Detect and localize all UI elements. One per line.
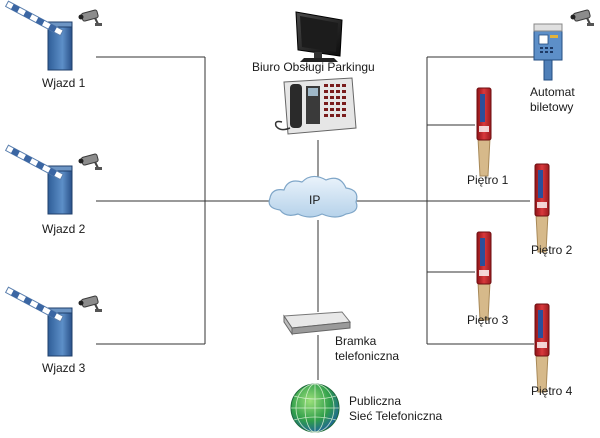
- floor-4-label: Piętro 4: [531, 384, 573, 398]
- pstn-label-line1: Publiczna: [349, 394, 401, 408]
- globe-icon: [290, 383, 340, 433]
- floor-3-label: Piętro 3: [467, 313, 509, 327]
- office-label: Biuro Obsługi Parkingu: [252, 60, 375, 74]
- barrier-gate-icon: [5, 286, 73, 357]
- floor-1-label: Piętro 1: [467, 173, 509, 187]
- ticket-machine-label-line2: biletowy: [530, 100, 573, 114]
- connection-lines: [96, 56, 534, 380]
- barrier-gate-icon: [5, 144, 73, 215]
- gateway: Bramka telefoniczna: [283, 311, 399, 363]
- floor-2-label: Piętro 2: [531, 243, 573, 257]
- intercom-icon: [476, 87, 492, 177]
- parking-office: Biuro Obsługi Parkingu: [252, 11, 375, 135]
- ip-network: IP: [268, 175, 358, 218]
- pstn: Publiczna Sieć Telefoniczna: [290, 383, 442, 433]
- camera-icon: [77, 8, 103, 27]
- gate-2-label: Wjazd 2: [42, 222, 86, 236]
- gate-3-label: Wjazd 3: [42, 361, 86, 375]
- gate-2: Wjazd 2: [5, 144, 103, 236]
- pstn-label-line2: Sieć Telefoniczna: [349, 409, 442, 423]
- barrier-gate-icon: [5, 0, 73, 71]
- monitor-icon: [295, 11, 343, 62]
- desk-phone-icon: [274, 77, 357, 135]
- gate-3: Wjazd 3: [5, 286, 103, 375]
- cloud-icon: [268, 175, 358, 218]
- intercom-icon: [534, 163, 550, 253]
- gate-1: Wjazd 1: [5, 0, 103, 90]
- camera-icon: [569, 8, 595, 27]
- gateway-label-line1: Bramka: [335, 334, 377, 348]
- floor-3: Piętro 3: [467, 231, 509, 327]
- gate-1-label: Wjazd 1: [42, 76, 86, 90]
- camera-icon: [77, 294, 103, 313]
- floor-4: Piętro 4: [531, 303, 573, 398]
- floor-2: Piętro 2: [531, 163, 573, 257]
- ticket-machine-label-line1: Automat: [530, 85, 575, 99]
- ticket-machine-icon: [533, 23, 563, 81]
- floor-1: Piętro 1: [467, 87, 509, 187]
- gateway-label-line2: telefoniczna: [335, 349, 399, 363]
- gateway-icon: [283, 311, 351, 336]
- ip-label: IP: [309, 193, 320, 207]
- intercom-icon: [476, 231, 492, 321]
- intercom-icon: [534, 303, 550, 393]
- camera-icon: [77, 152, 103, 171]
- ticket-machine: Automat biletowy: [530, 8, 595, 114]
